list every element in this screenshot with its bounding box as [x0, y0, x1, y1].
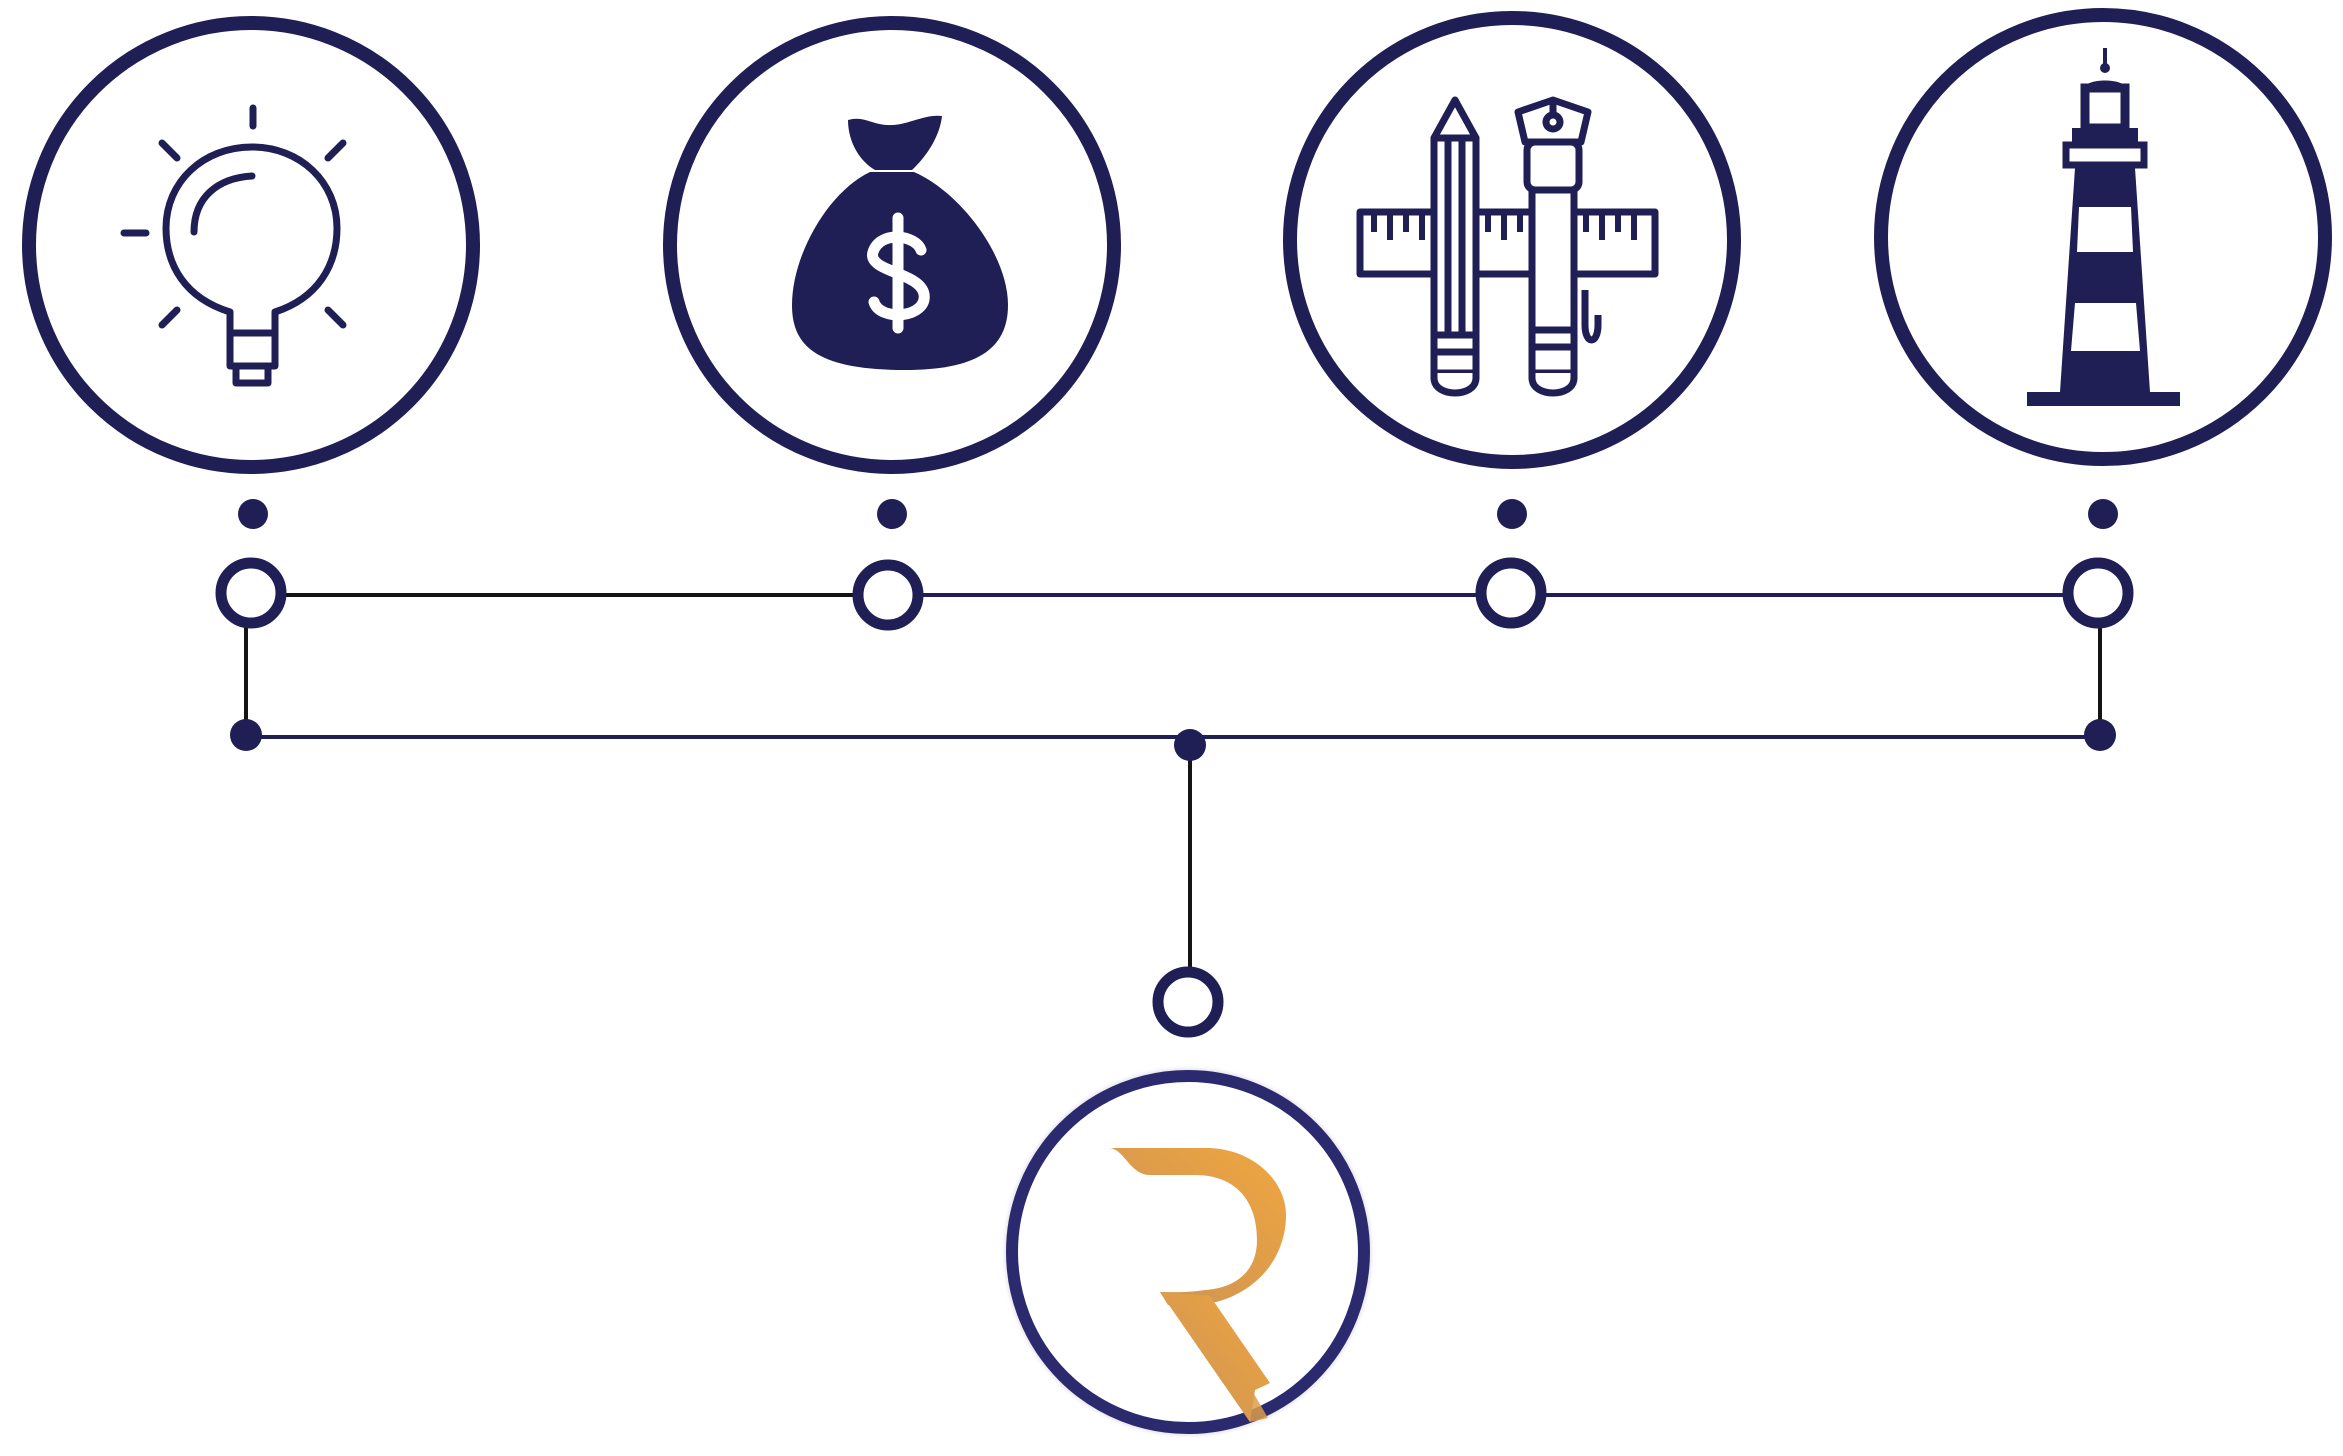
marker-dot — [238, 499, 268, 529]
junction-ring — [2062, 557, 2134, 629]
lighthouse-icon — [2027, 48, 2180, 406]
junction-ring — [215, 557, 287, 629]
bus-dot — [230, 719, 262, 751]
hub-ring — [1006, 1070, 1370, 1434]
bus-dots — [230, 719, 2116, 761]
hub-logo — [1000, 1064, 1376, 1440]
marker-dot — [2088, 499, 2118, 529]
bus-dot — [1174, 729, 1206, 761]
node-design — [1283, 11, 1741, 469]
marker-dot — [1497, 499, 1527, 529]
r-logo-icon — [1110, 1148, 1286, 1422]
lightbulb-icon — [120, 104, 347, 387]
bus-dot — [2084, 719, 2116, 751]
node-funding — [663, 16, 1121, 474]
marker-dot — [877, 499, 907, 529]
connectors — [244, 593, 2102, 968]
marker-dots — [238, 499, 2118, 529]
junction-rings — [215, 557, 2134, 1038]
money-bag-icon — [792, 115, 1008, 370]
node-idea — [22, 16, 480, 474]
junction-ring — [1152, 966, 1224, 1038]
junction-ring — [1475, 557, 1547, 629]
node-circle — [22, 16, 480, 474]
node-guidance — [1874, 8, 2332, 466]
design-tools-icon — [1356, 96, 1659, 397]
junction-ring — [852, 559, 924, 631]
